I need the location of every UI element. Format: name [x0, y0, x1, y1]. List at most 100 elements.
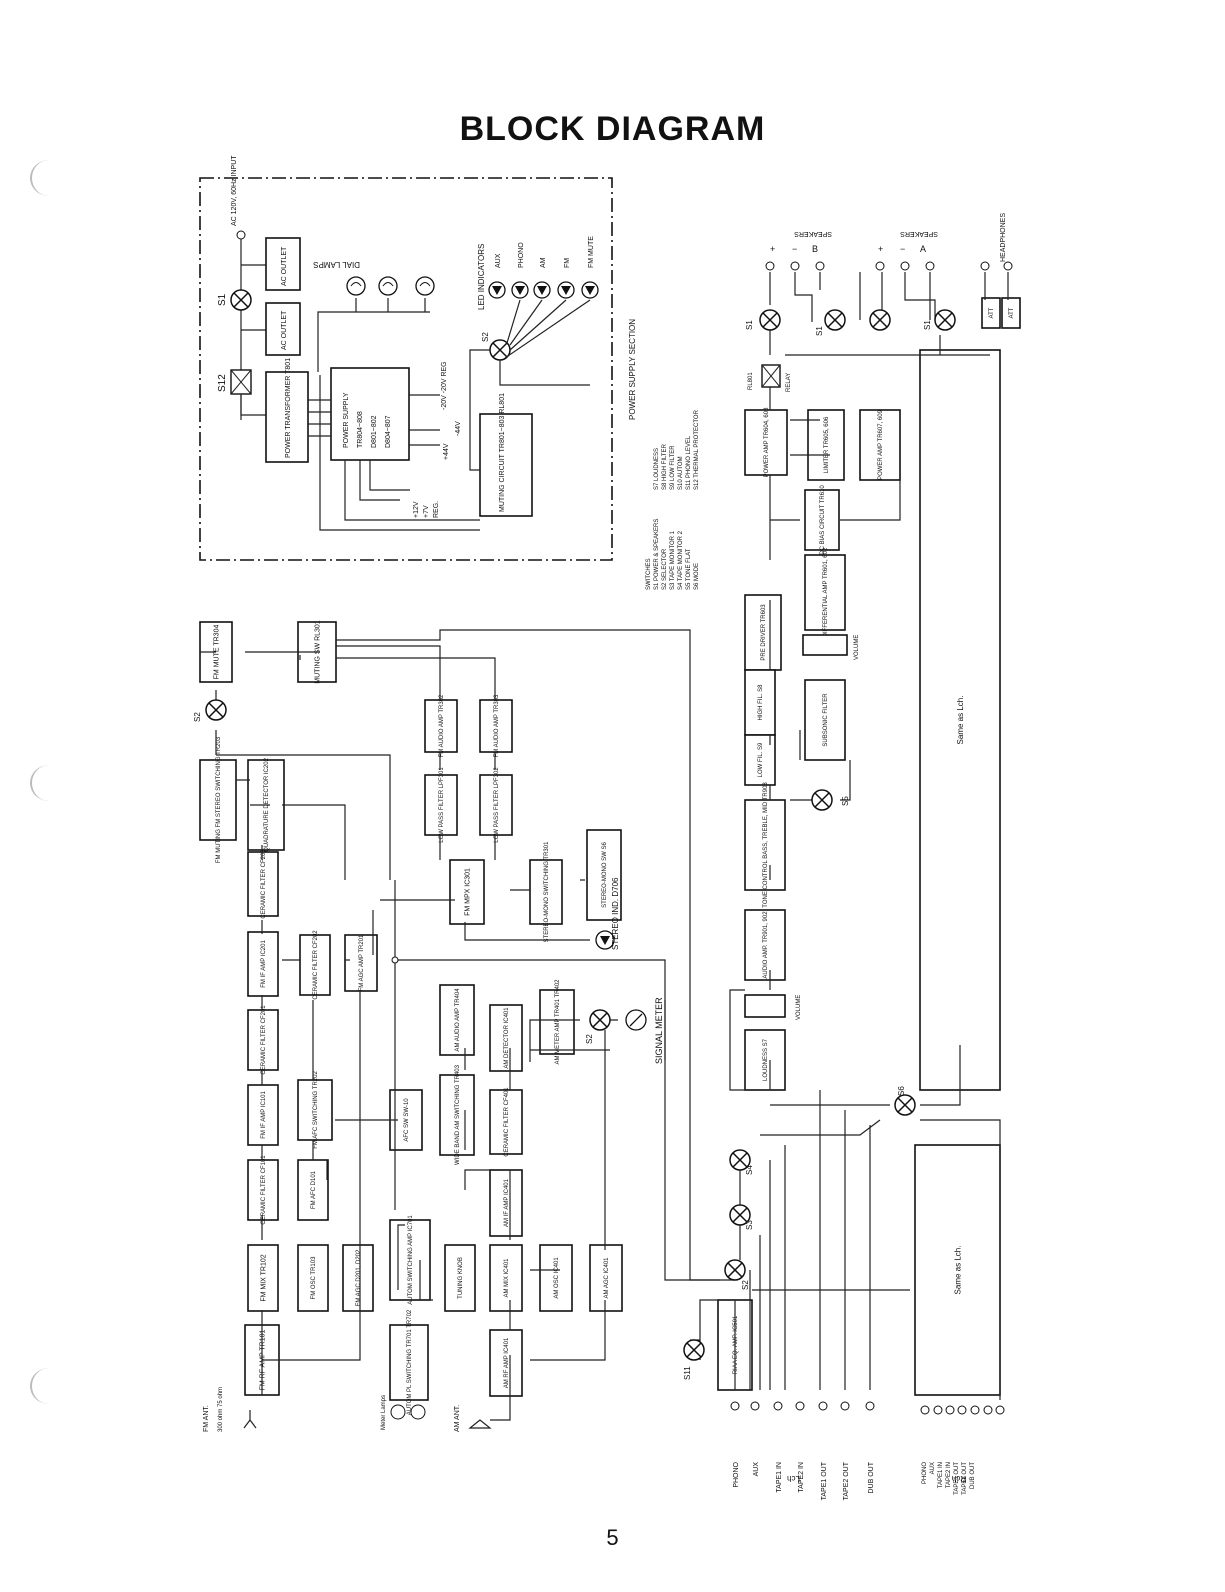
lch-jack-label: TAPE2 IN — [798, 1462, 805, 1493]
meter-lamp-icon — [410, 1404, 426, 1420]
rch-jack[interactable] — [933, 1405, 943, 1415]
fm-ant-label: FM ANT. — [203, 1405, 210, 1432]
fm-afc — [297, 1159, 329, 1221]
fm-audio-amp-1 — [424, 699, 458, 753]
fm-if-amp-ic101-label: FM IF AMP IC101 — [261, 1091, 267, 1139]
ceramic-cf101 — [247, 1159, 279, 1221]
terminal — [1003, 261, 1013, 271]
rch-jack[interactable] — [970, 1405, 980, 1415]
lch-label: Lch — [787, 1474, 800, 1483]
terminal-label: − — [792, 244, 797, 254]
stereo-ind-label: STEREO IND. D706 — [611, 877, 620, 950]
fm-if-amp-ic201-label: FM IF AMP IC201 — [261, 940, 267, 988]
lch-jack[interactable] — [818, 1401, 828, 1411]
terminal-label: + — [770, 244, 775, 254]
s1-switch-icon — [230, 289, 252, 311]
terminal — [815, 261, 825, 271]
rch-jack-label: TAPE2 OUT — [962, 1462, 968, 1495]
lch-jack[interactable] — [730, 1401, 740, 1411]
dc-bias — [804, 489, 840, 551]
s1-label-c: S1 — [923, 320, 932, 330]
lpf-1-label: LOW PASS FILTER LPF301 — [439, 767, 445, 843]
s1-speaker-a-icon — [759, 309, 781, 331]
ceramic-cf401-label: CERAMIC FILTER CF401 — [504, 1087, 510, 1157]
am-agc — [589, 1244, 623, 1312]
att-1-label: ATT — [989, 307, 995, 318]
speakers-1-label: SPEAKERS — [794, 230, 832, 237]
lch-jack[interactable] — [750, 1401, 760, 1411]
binder-hole — [30, 765, 68, 801]
low-fil-label: LOW FIL. S9 — [758, 742, 764, 777]
s2-fm-mute-label: S2 — [193, 712, 202, 722]
same-as-lch-2-label: Same as Lch. — [953, 1246, 962, 1295]
same-as-lch-1 — [919, 349, 1001, 1091]
s11-phono-level-icon — [683, 1339, 705, 1361]
v-m44: -44V — [455, 421, 462, 436]
v-p12: +12V — [413, 501, 420, 518]
ac-outlet-1-label: AC OUTLET — [281, 246, 288, 286]
att-1 — [981, 297, 1001, 329]
rch-jack[interactable] — [983, 1405, 993, 1415]
volume-2-label: VOLUME — [796, 995, 802, 1020]
fm-afc-switching-label: FM AFC SWITCHING TR202 — [313, 1071, 319, 1149]
switch-legend-item: S11 PHONO LEVEL — [686, 435, 692, 490]
lch-jack[interactable] — [840, 1401, 850, 1411]
s1-label-b: S1 — [815, 326, 824, 336]
fm-agc-amp — [344, 934, 378, 992]
fm-osc-label: FM OSC TR103 — [311, 1256, 317, 1300]
lch-jack[interactable] — [773, 1401, 783, 1411]
supply-label-3: D801~802 — [371, 415, 378, 448]
audio-amp — [744, 909, 786, 981]
led-label: FM MUTE — [588, 236, 595, 268]
lch-jack[interactable] — [795, 1401, 805, 1411]
lch-jack-label: TAPE2 OUT — [843, 1461, 850, 1500]
rch-jack[interactable] — [920, 1405, 930, 1415]
ceramic-cf101-label: CERAMIC FILTER CF101 — [261, 1155, 267, 1225]
s11-label: S11 — [683, 1366, 692, 1380]
s1-headphone-icon — [934, 309, 956, 331]
terminal-label: − — [900, 244, 905, 254]
ceramic-cf203-label: CERAMIC FILTER CF203 — [261, 849, 267, 919]
s6-mode-icon — [894, 1094, 916, 1116]
ac-outlet-2-label: AC OUTLET — [281, 310, 288, 350]
rl801-label: RL801 — [748, 372, 754, 390]
att-2 — [1001, 297, 1021, 329]
am-mix-label: AM MIX IC401 — [504, 1258, 510, 1298]
rch-jack[interactable] — [957, 1405, 967, 1415]
pre-driver-label: PRE DRIVER TR603 — [761, 604, 767, 661]
fm-mix — [247, 1244, 279, 1312]
high-fil — [744, 669, 776, 736]
wide-band-am-switching — [439, 1074, 475, 1156]
ceramic-cf401 — [489, 1089, 523, 1155]
s2-label: S2 — [741, 1280, 750, 1290]
terminal — [980, 261, 990, 271]
s2-selector-amp-icon — [724, 1259, 746, 1281]
v-p44: +44V — [443, 443, 450, 460]
power-supply — [330, 367, 410, 461]
s1-speaker-b-icon — [824, 309, 846, 331]
differential-amp-label: DIFFERENTIAL AMP TR601, 602 — [823, 547, 829, 637]
power-supply-labels: AC 120V, 60Hz INPUT S1 S12 AC OUTLET AC … — [217, 155, 637, 518]
lch-jack-label: DUB OUT — [868, 1461, 875, 1493]
am-osc-label: AM OSC IC401 — [554, 1257, 560, 1299]
lch-jack[interactable] — [865, 1401, 875, 1411]
lch-jack-label: TAPE1 IN — [776, 1462, 783, 1493]
autom-switching-amp-label: AUTOM SWITCHING AMP IC701 — [408, 1215, 414, 1305]
ceramic-cf201-label: CERAMIC FILTER CF201 — [261, 1005, 267, 1075]
s4-label: S4 — [745, 1165, 754, 1175]
switches-heading: SWITCHES — [646, 558, 652, 590]
s1-label-a: S1 — [745, 320, 754, 330]
lpf-2-label: LOW PASS FILTER LPF302 — [494, 767, 500, 843]
terminal-label: + — [878, 244, 883, 254]
rch-jack[interactable] — [995, 1405, 1005, 1415]
fm-mpx — [449, 859, 485, 925]
meter-lamps-label: Meter Lamps — [381, 1395, 387, 1430]
ceramic-cf201 — [247, 1009, 279, 1071]
rch-jack[interactable] — [945, 1405, 955, 1415]
fm-mute-block-label: FM MUTE TR304 — [213, 625, 220, 680]
fm-muting-switching — [199, 759, 237, 841]
